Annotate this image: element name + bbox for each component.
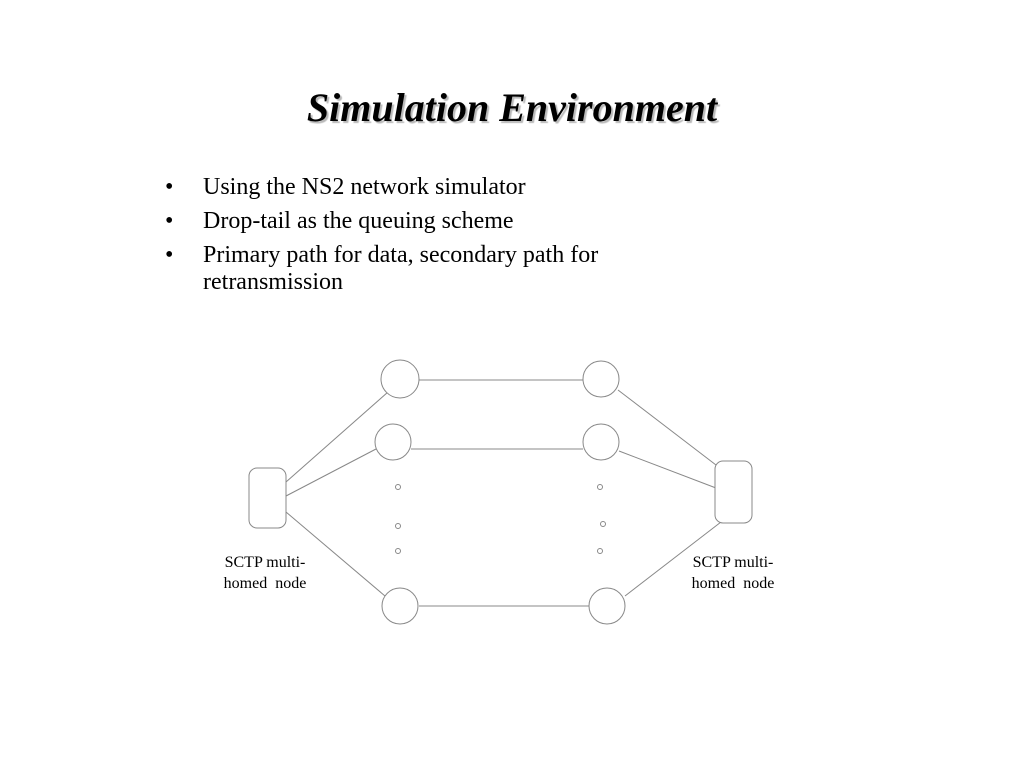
bullet-text: Primary path for data, secondary path fo… bbox=[203, 242, 599, 295]
link-router-2-to-right-node bbox=[618, 450, 717, 489]
ellipsis-dot bbox=[600, 521, 606, 527]
right-node-label: SCTP multi- homed node bbox=[691, 554, 775, 592]
bullet-marker: • bbox=[165, 174, 174, 200]
bullet-list: • Using the NS2 network simulator • Drop… bbox=[165, 174, 725, 303]
router-node-right-2 bbox=[582, 423, 620, 461]
bullet-item: • Drop-tail as the queuing scheme bbox=[165, 208, 725, 235]
ellipsis-dot bbox=[395, 523, 401, 529]
bullet-text: Using the NS2 network simulator bbox=[203, 174, 526, 200]
router-node-left-1 bbox=[380, 359, 420, 399]
link-router-1-to-right-node bbox=[617, 389, 717, 466]
ellipsis-dot bbox=[395, 484, 401, 490]
ellipsis-dot bbox=[597, 484, 603, 490]
slide-title: Simulation Environment bbox=[306, 85, 718, 130]
router-node-right-n bbox=[588, 587, 626, 625]
link-left-node-to-router-2 bbox=[285, 448, 377, 497]
left-sctp-node bbox=[248, 467, 287, 529]
right-sctp-node bbox=[714, 460, 753, 524]
bullet-marker: • bbox=[165, 208, 174, 234]
ellipsis-dot bbox=[597, 548, 603, 554]
link-left-node-to-router-n bbox=[285, 511, 386, 597]
bullet-item: • Primary path for data, secondary path … bbox=[165, 242, 725, 296]
bullet-marker: • bbox=[165, 242, 174, 268]
ellipsis-dot bbox=[395, 548, 401, 554]
left-node-label: SCTP multi- homed node bbox=[223, 554, 307, 592]
bullet-item: • Using the NS2 network simulator bbox=[165, 174, 725, 201]
router-node-right-1 bbox=[582, 360, 620, 398]
link-left-node-to-router-1 bbox=[285, 391, 389, 483]
bullet-text: Drop-tail as the queuing scheme bbox=[203, 208, 514, 234]
router-node-left-2 bbox=[374, 423, 412, 461]
link-router-n-to-right-node bbox=[624, 521, 722, 597]
router-node-left-n bbox=[381, 587, 419, 625]
